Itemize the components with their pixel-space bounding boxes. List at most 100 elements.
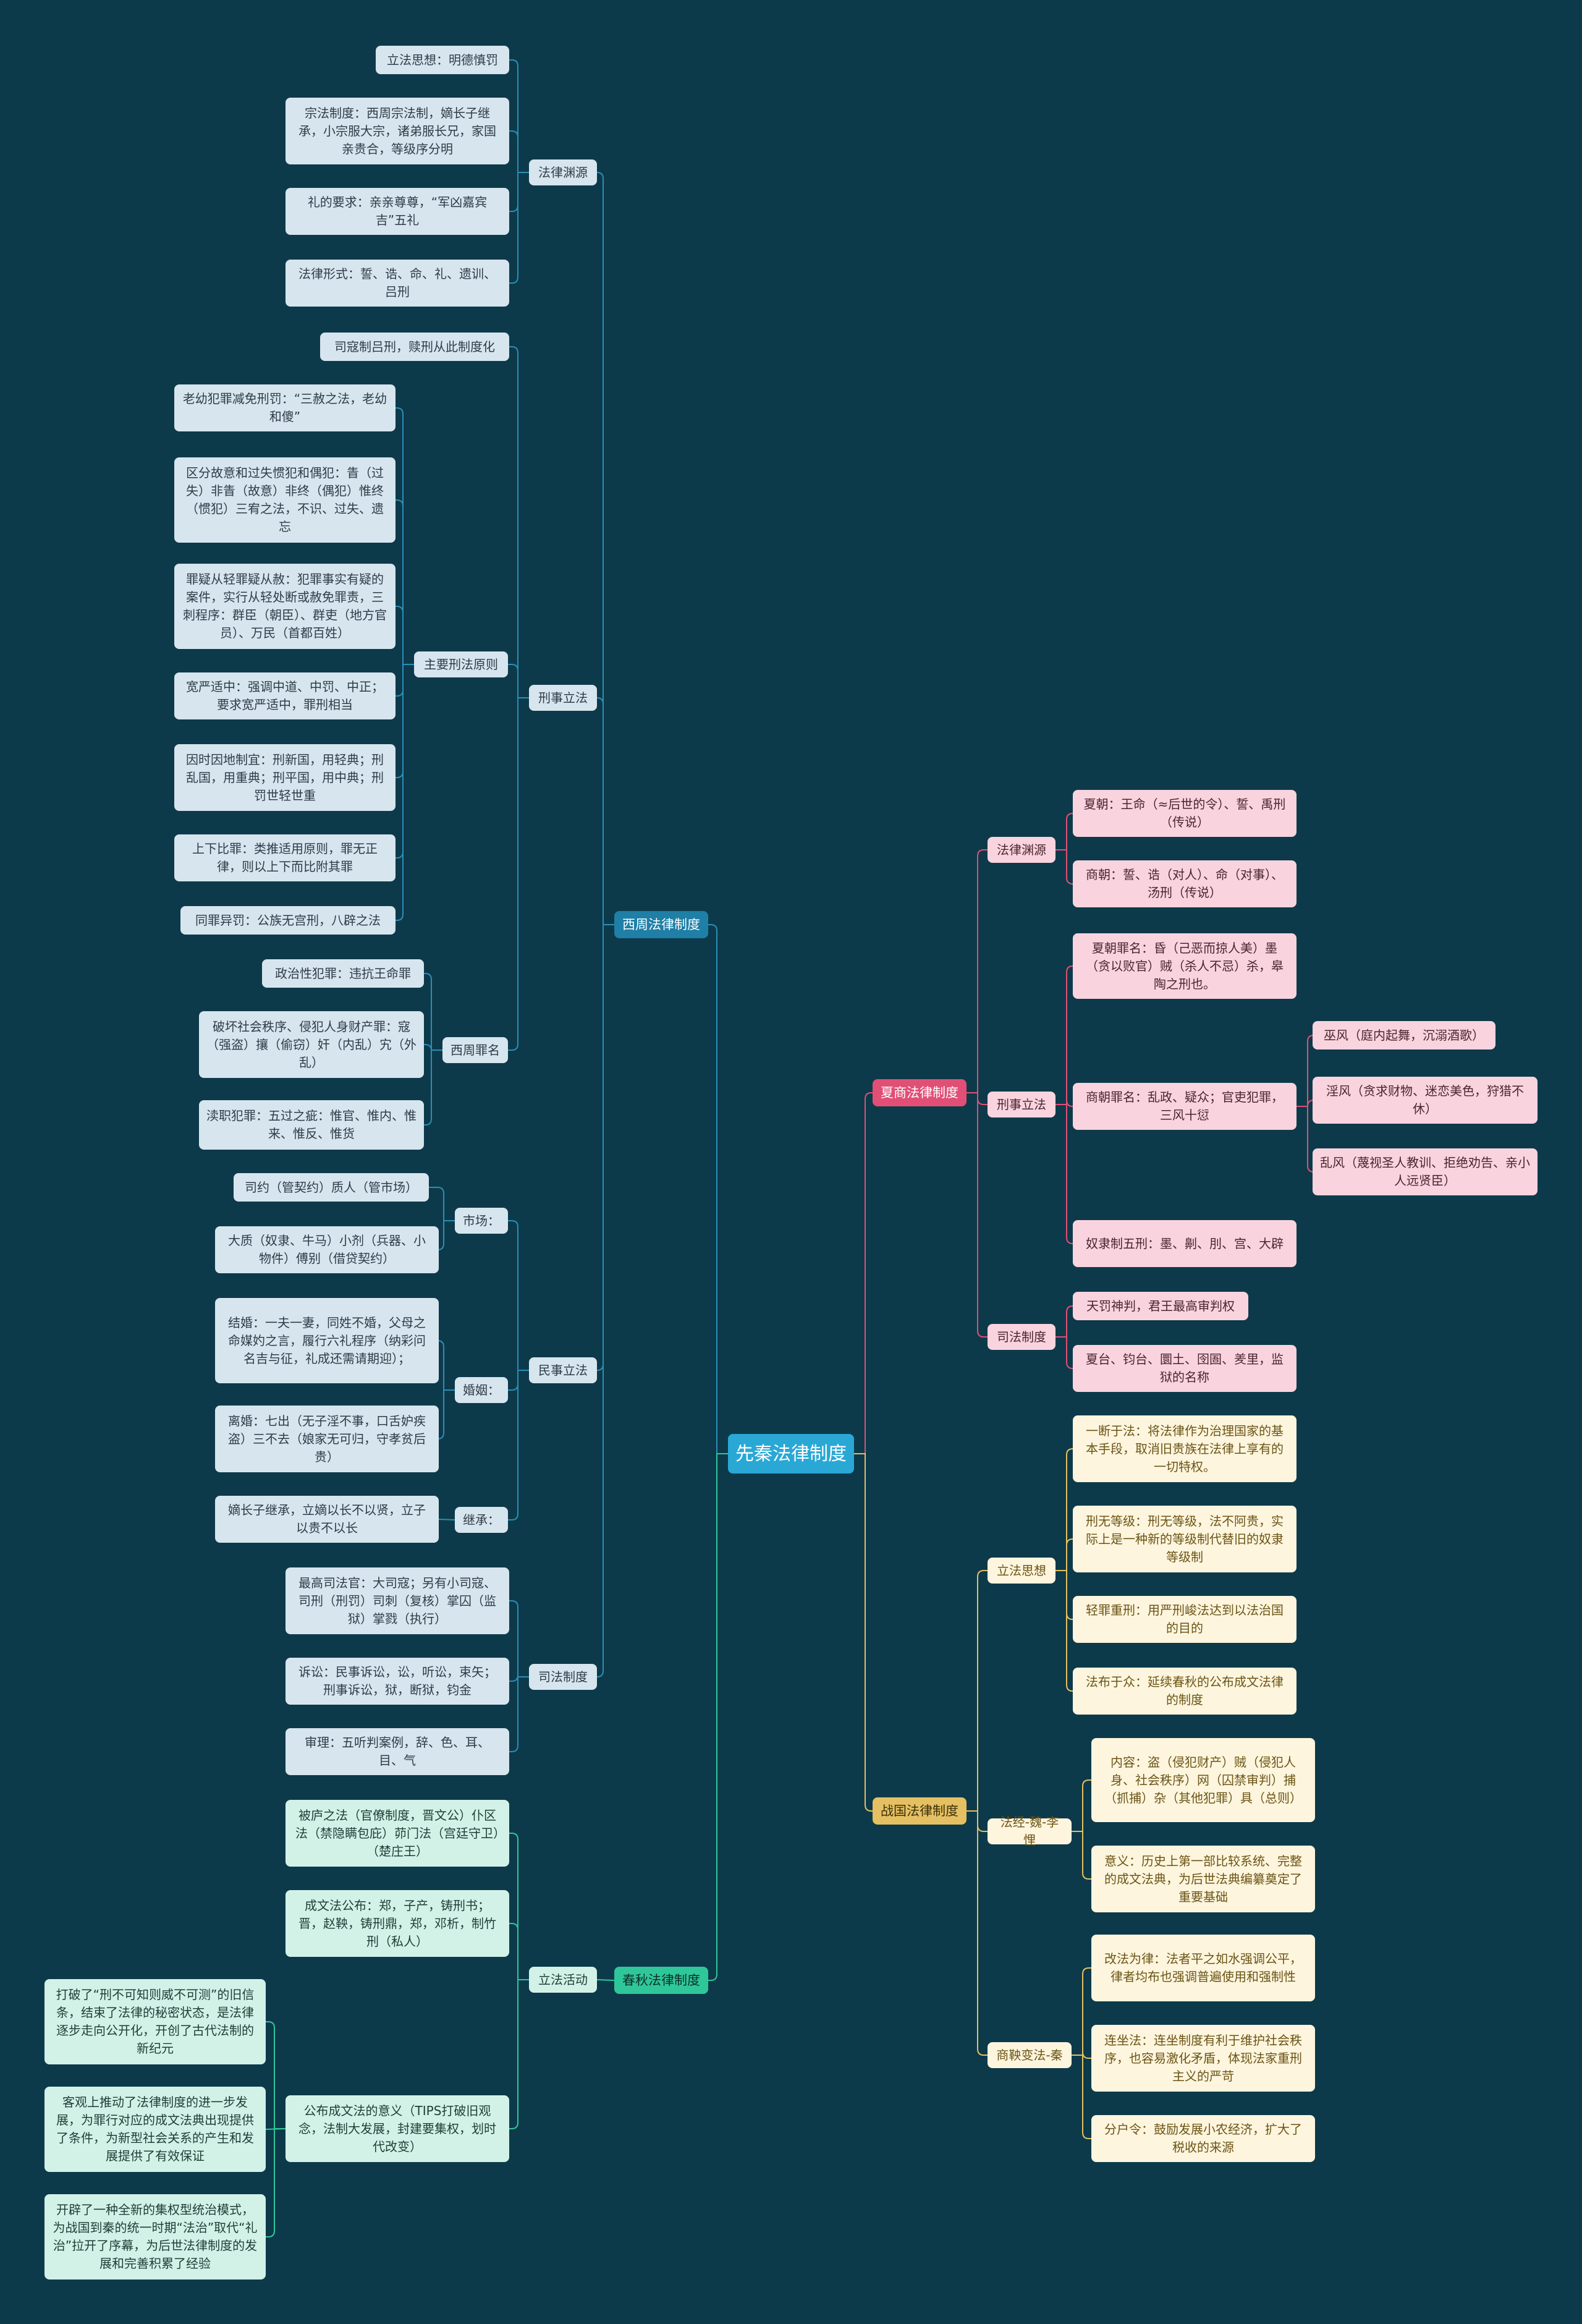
- connector-line: [708, 1453, 728, 1981]
- connector-line: [1055, 965, 1073, 1105]
- principle-item[interactable]: 上下比罪：类推适用原则，罪无正律，则以上下而比附其罪: [174, 834, 396, 881]
- connector-line: [509, 172, 529, 284]
- xizhou-sifa-item[interactable]: 诉讼：民事诉讼，讼，听讼，束矢；刑事诉讼，狱，断狱，钧金: [286, 1658, 509, 1705]
- xia-shang-sifa-item[interactable]: 夏台、钧台、圜土、囹圄、羑里，监狱的名称: [1073, 1345, 1296, 1392]
- connector-line: [967, 1810, 988, 2056]
- zhanguo-lifa-item[interactable]: 轻罪重刑：用严刑峻法达到以法治国的目的: [1073, 1596, 1296, 1643]
- xizhou-minshi[interactable]: 民事立法: [529, 1357, 597, 1383]
- connector-line: [967, 1570, 988, 1812]
- crime-name-item[interactable]: 破坏社会秩序、侵犯人身财产罪：寇（强盗）攘（偷窃）奸（内乱）宄（外乱）: [199, 1011, 424, 1078]
- connector-line: [508, 697, 529, 1051]
- connector-line: [509, 1833, 529, 1980]
- connector-line: [1055, 1538, 1073, 1571]
- connector-line: [437, 1220, 455, 1250]
- zhanguo-lifa-item[interactable]: 刑无等级：刑无等级，法不阿贵，实际上是一种新的等级制代替旧的奴隶等级制: [1073, 1506, 1296, 1572]
- xia-crime-names[interactable]: 夏朝罪名：昏（己恶而掠人美）墨（贪以败官）贼（杀人不忌）杀，皋陶之刑也。: [1073, 933, 1296, 999]
- connector-line: [396, 664, 414, 921]
- written-law-meaning[interactable]: 公布成文法的意义（TIPS打破旧观念，法制大发展，封建要集权，划时代改变）: [286, 2095, 509, 2162]
- xizhou-sifa-item[interactable]: 审理：五听判案例，辞、色、耳、目、气: [286, 1728, 509, 1775]
- principle-item[interactable]: 因时因地制宜：刑新国，用轻典；刑乱国，用重典；刑平国，用中典；刑罚世轻世重: [174, 744, 396, 811]
- root-node[interactable]: 先秦法律制度: [728, 1434, 854, 1474]
- inherit-item[interactable]: 嫡长子继承，立嫡以长不以贤，立子以贵不以长: [215, 1496, 439, 1543]
- xizhou-fayuan-item[interactable]: 礼的要求：亲亲尊尊，“军凶嘉宾吉”五礼: [286, 188, 509, 235]
- connector-line: [509, 1676, 529, 1752]
- xia-shang-fayuan[interactable]: 法律渊源: [988, 837, 1055, 863]
- principle-item[interactable]: 老幼犯罪减免刑罚：“三赦之法，老幼和傻”: [174, 384, 396, 431]
- connector-line: [1055, 1100, 1073, 1107]
- xizhou-fayuan-item[interactable]: 法律形式：誓、诰、命、礼、遗训、吕刑: [286, 260, 509, 307]
- principle-item[interactable]: 罪疑从轻罪疑从赦：犯罪事实有疑的案件，实行从轻处断或赦免罪责，三刺程序：群臣（朝…: [174, 564, 396, 649]
- xizhou-fayuan-item[interactable]: 立法思想：明德慎罚: [376, 46, 509, 74]
- marriage-label[interactable]: 婚姻：: [455, 1377, 508, 1403]
- connector-line: [438, 1519, 455, 1520]
- connector-line: [509, 1600, 529, 1677]
- xizhou-crime-names[interactable]: 西周罪名: [442, 1037, 508, 1063]
- branch-zhanguo[interactable]: 战国法律制度: [873, 1797, 967, 1825]
- shang-crime-names[interactable]: 商朝罪名：乱政、疑众；官吏犯罪，三风十愆: [1073, 1083, 1296, 1130]
- principle-item[interactable]: 区分故意和过失惯犯和偶犯：眚（过失）非眚（故意）非终（偶犯）惟终（惯犯）三宥之法…: [174, 457, 396, 543]
- principle-item[interactable]: 宽严适中：强调中道、中罚、中正；要求宽严适中，罪刑相当: [174, 672, 396, 719]
- xizhou-fayuan-item[interactable]: 宗法制度：西周宗法制，嫡长子继承，小宗服大宗，诸弟服长兄，家国亲贵合，等级序分明: [286, 98, 509, 164]
- connector-line: [1296, 1106, 1314, 1173]
- marriage-item[interactable]: 结婚：一夫一妻，同姓不婚，父母之命媒妁之言，履行六礼程序（纳彩问名吉与征，礼成还…: [215, 1298, 439, 1383]
- connector-line: [396, 606, 414, 665]
- meaning-item[interactable]: 打破了“刑不可知则威不可测”的旧信条，结束了法律的秘密状态，是法律逐步走向公开化…: [44, 1979, 266, 2064]
- connector-line: [1055, 1570, 1073, 1620]
- xia-shang-fayuan-item[interactable]: 夏朝：王命（≈后世的令）、誓、禹刑（传说）: [1073, 790, 1296, 837]
- connector-line: [424, 1050, 442, 1126]
- connector-line: [1072, 1831, 1091, 1880]
- three-winds-item[interactable]: 淫风（贪求财物、迷恋美色，狩猎不休）: [1313, 1077, 1538, 1124]
- xia-shang-xingshi[interactable]: 刑事立法: [988, 1092, 1055, 1117]
- connector-line: [854, 1453, 873, 1812]
- branch-chunqiu[interactable]: 春秋法律制度: [614, 1967, 708, 1994]
- xizhou-xingshi[interactable]: 刑事立法: [529, 685, 597, 711]
- chunqiu-lifa-activity[interactable]: 立法活动: [529, 1967, 597, 1993]
- marriage-item[interactable]: 离婚：七出（无子淫不事，口舌妒疾盗）三不去（娘家无可归，守孝贫后贵）: [215, 1406, 439, 1472]
- chunqiu-activity-item[interactable]: 成文法公布：郑，子产，铸刑书；晋，赵鞅，铸刑鼎，郑，邓析，制竹刑（私人）: [286, 1890, 509, 1957]
- connector-line: [509, 1923, 529, 1980]
- slave-five-punishments[interactable]: 奴隶制五刑：墨、劓、刖、宫、大辟: [1073, 1220, 1296, 1267]
- inherit-label[interactable]: 继承：: [455, 1507, 508, 1533]
- xizhou-fayuan[interactable]: 法律渊源: [529, 159, 597, 185]
- connector-line: [1072, 1779, 1091, 1832]
- three-winds-item[interactable]: 乱风（蔑视圣人教训、拒绝劝告、亲小人远贤臣）: [1313, 1148, 1538, 1195]
- criminal-principles[interactable]: 主要刑法原则: [414, 651, 508, 677]
- connector-line: [596, 924, 614, 1371]
- xizhou-sifa[interactable]: 司法制度: [529, 1664, 597, 1690]
- connector-line: [509, 59, 529, 173]
- xia-shang-fayuan-item[interactable]: 商朝：誓、诰（对人）、命（对事）、汤刑（传说）: [1073, 860, 1296, 907]
- shang-yang-reform[interactable]: 商鞅变法-秦: [988, 2042, 1072, 2068]
- fajing-li-kui[interactable]: 法经-魏-李悝: [988, 1815, 1072, 1847]
- fajing-item[interactable]: 意义：历史上第一部比较系统、完整的成文法典，为后世法典编纂奠定了重要基础: [1091, 1846, 1315, 1912]
- branch-xia-shang[interactable]: 夏商法律制度: [873, 1079, 967, 1106]
- connector-line: [708, 924, 728, 1454]
- xia-shang-sifa[interactable]: 司法制度: [988, 1324, 1055, 1350]
- crime-name-item[interactable]: 政治性犯罪：违抗王命罪: [262, 959, 424, 988]
- meaning-item[interactable]: 客观上推动了法律制度的进一步发展，为罪行对应的成文法典出现提供了条件，为新型社会…: [44, 2087, 266, 2172]
- branch-xizhou[interactable]: 西周法律制度: [614, 911, 708, 938]
- market-item[interactable]: 司约（管契约）质人（管市场）: [234, 1173, 429, 1202]
- connector-line: [396, 664, 414, 697]
- shangyang-item[interactable]: 分户令：鼓励发展小农经济，扩大了税收的来源: [1091, 2115, 1315, 2162]
- connector-line: [429, 1187, 455, 1221]
- connector-line: [266, 2021, 286, 2129]
- xizhou-sifa-item[interactable]: 最高司法官：大司寇；另有小司寇、司刑（刑罚）司刺（复核）掌囚（监狱）掌戮（执行）: [286, 1567, 509, 1634]
- connector-line: [509, 130, 529, 173]
- chunqiu-activity-item[interactable]: 被庐之法（官僚制度，晋文公）仆区法（禁隐瞒包庇）茆门法（宫廷守卫）（楚庄王）: [286, 1800, 509, 1867]
- shangyang-item[interactable]: 改法为律：法者平之如水强调公平，律者均布也强调普遍使用和强制性: [1091, 1935, 1315, 2001]
- shangyang-item[interactable]: 连坐法：连坐制度有利于维护社会秩序，也容易激化矛盾，体现法家重刑主义的严苛: [1091, 2025, 1315, 2092]
- crime-name-item[interactable]: 渎职犯罪：五过之疵：惟官、惟内、惟来、惟反、惟货: [199, 1100, 424, 1150]
- fajing-item[interactable]: 内容：盗（侵犯财产）贼（侵犯人身、社会秩序）网（囚禁审判）捕（抓捕）杂（其他犯罪…: [1091, 1738, 1315, 1822]
- connector-line: [396, 664, 414, 859]
- principle-item[interactable]: 同罪异罚：公族无宫刑，八辟之法: [180, 906, 396, 935]
- lu-xing-item[interactable]: 司寇制吕刑，赎刑从此制度化: [320, 333, 509, 361]
- meaning-item[interactable]: 开辟了一种全新的集权型统治模式，为战国到秦的统一时期“法治”取代“礼治”拉开了序…: [44, 2194, 266, 2279]
- zhanguo-lifa-item[interactable]: 一断于法：将法律作为治理国家的基本手段，取消旧贵族在法律上享有的一切特权。: [1073, 1415, 1296, 1482]
- market-label[interactable]: 市场：: [455, 1208, 508, 1234]
- connector-line: [509, 1979, 529, 2129]
- xia-shang-sifa-item[interactable]: 天罚神判，君王最高审判权: [1073, 1292, 1248, 1320]
- zhanguo-lifa-item[interactable]: 法布于众：延续春秋的公布成文法律的制度: [1073, 1668, 1296, 1715]
- market-item[interactable]: 大质（奴隶、牛马）小剂（兵器、小物件）傅别（借贷契约）: [215, 1226, 439, 1273]
- zhanguo-lifa-thought[interactable]: 立法思想: [988, 1558, 1055, 1584]
- three-winds-item[interactable]: 巫风（庭内起舞，沉溺酒歌）: [1313, 1021, 1495, 1050]
